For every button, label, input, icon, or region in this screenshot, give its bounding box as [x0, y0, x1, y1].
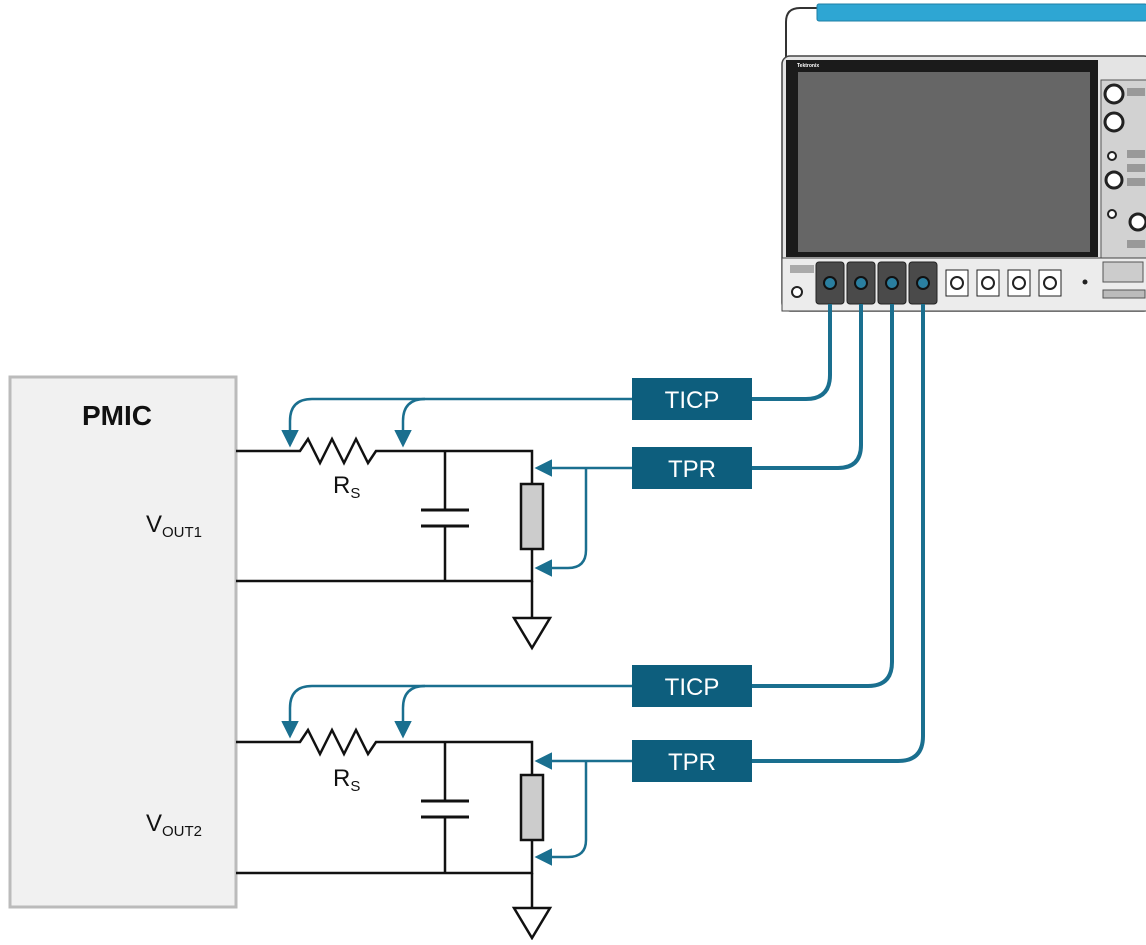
circuit-vout2 [236, 727, 553, 941]
ticp-lead-2b [394, 684, 426, 739]
scope-brand: Tektronix [797, 63, 819, 69]
ground-symbol [511, 906, 553, 941]
pmic-box [8, 375, 238, 909]
scope-knob [1103, 111, 1125, 133]
scope-handle [785, 7, 1140, 60]
scope-knob [1128, 212, 1146, 232]
probe-label-ticp-2: TICP [665, 674, 720, 701]
scope-screen [798, 72, 1090, 252]
cable-ch3 [752, 304, 894, 688]
load-resistor [519, 773, 545, 842]
wire-top [236, 727, 534, 775]
probe-label-tpr-2: TPR [668, 749, 716, 776]
rs-label: RS [333, 472, 360, 502]
tpr-lead-1b [534, 468, 588, 577]
probe-cables [752, 304, 925, 763]
scope-button [1102, 261, 1144, 283]
cable-ch2 [752, 304, 863, 470]
scope-button [1127, 178, 1145, 186]
capacitor-plates [421, 508, 469, 528]
scope-button [790, 265, 814, 273]
vout1-label: VOUT1 [146, 511, 202, 541]
scope-button [1127, 164, 1145, 172]
scope-button [1127, 240, 1145, 248]
scope-power-icon [791, 286, 803, 298]
probe-box-ticp-2 [632, 665, 752, 707]
rs-label: RS [333, 765, 360, 795]
scope-knob [1107, 151, 1117, 161]
probe-box-ticp-1 [632, 378, 752, 420]
tpr-lead-2b [534, 761, 588, 866]
scope-port-strip [1102, 289, 1146, 299]
cable-ch4 [752, 304, 925, 763]
wire-bottom [236, 549, 534, 583]
scope-knob [1103, 83, 1125, 105]
ground-symbol [511, 616, 553, 651]
probe-box-tpr-2 [632, 740, 752, 782]
wire-top [236, 436, 534, 484]
wire-bottom [236, 840, 534, 875]
scope-knob [1107, 209, 1117, 219]
probe-box-tpr-1 [632, 447, 752, 489]
scope-handle-bar [816, 3, 1146, 22]
scope-knob [1104, 170, 1124, 190]
probe-leads [281, 397, 632, 866]
pmic-label: PMIC [82, 400, 152, 431]
ticp-lead-1b [394, 397, 426, 448]
scope-button [1127, 88, 1145, 96]
ticp-lead-2 [281, 684, 632, 739]
scope-button [1127, 150, 1145, 158]
cable-ch1 [752, 304, 832, 401]
load-resistor [519, 482, 545, 551]
oscilloscope: Tektronix [781, 3, 1146, 312]
capacitor-plates [421, 799, 469, 819]
probe-label-ticp-1: TICP [665, 387, 720, 414]
circuit-vout1 [236, 436, 553, 651]
vout2-label: VOUT2 [146, 810, 202, 840]
ticp-lead-1 [281, 397, 632, 448]
probe-label-tpr-1: TPR [668, 456, 716, 483]
